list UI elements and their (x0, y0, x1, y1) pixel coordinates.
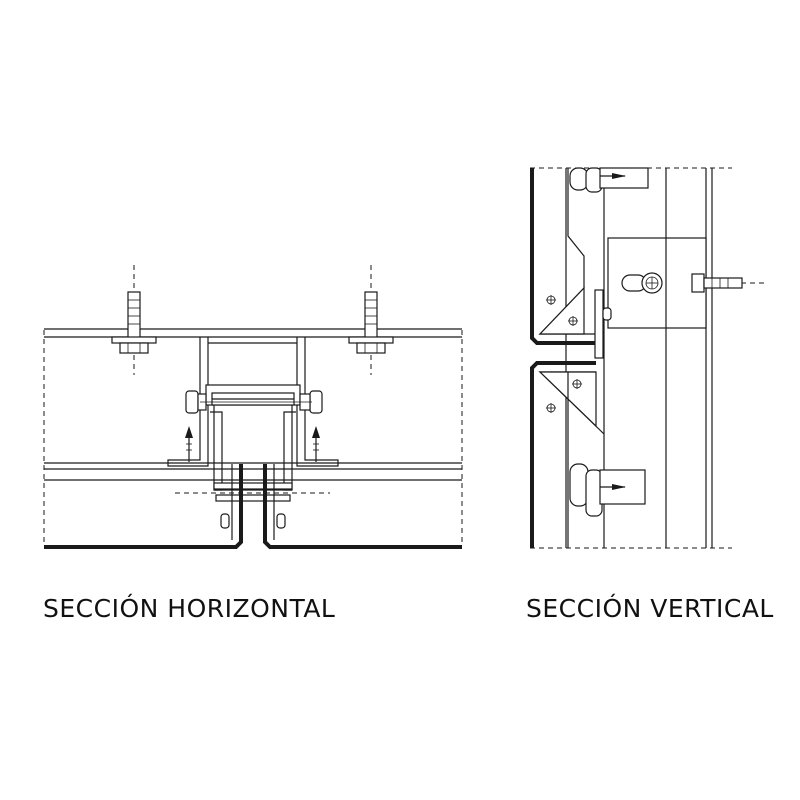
clamp-bracket (185, 384, 323, 414)
anchor-bolt-right (348, 291, 394, 354)
vertical-panel-lower (530, 361, 605, 548)
vertical-section-caption: SECCIÓN VERTICAL (526, 594, 774, 623)
u-channel (210, 405, 296, 502)
screw-right (312, 426, 320, 462)
horizontal-section-caption: SECCIÓN HORIZONTAL (43, 594, 336, 623)
horizontal-anchor-bolt (621, 272, 743, 294)
vertical-panel-upper (530, 168, 596, 345)
vertical-clip-top (569, 167, 649, 193)
horizontal-substrate (44, 328, 462, 338)
vertical-clip-plate (594, 289, 612, 359)
cladding-panel-left (44, 464, 243, 549)
vertical-section-drawing (530, 167, 768, 549)
anchor-bolt-left (111, 291, 157, 354)
horizontal-section-drawing (43, 265, 463, 549)
vertical-clip-bottom (569, 463, 646, 517)
cladding-panel-right (263, 464, 462, 549)
horizontal-rails (44, 462, 462, 481)
screw-left (185, 426, 193, 462)
support-profile (167, 337, 339, 467)
